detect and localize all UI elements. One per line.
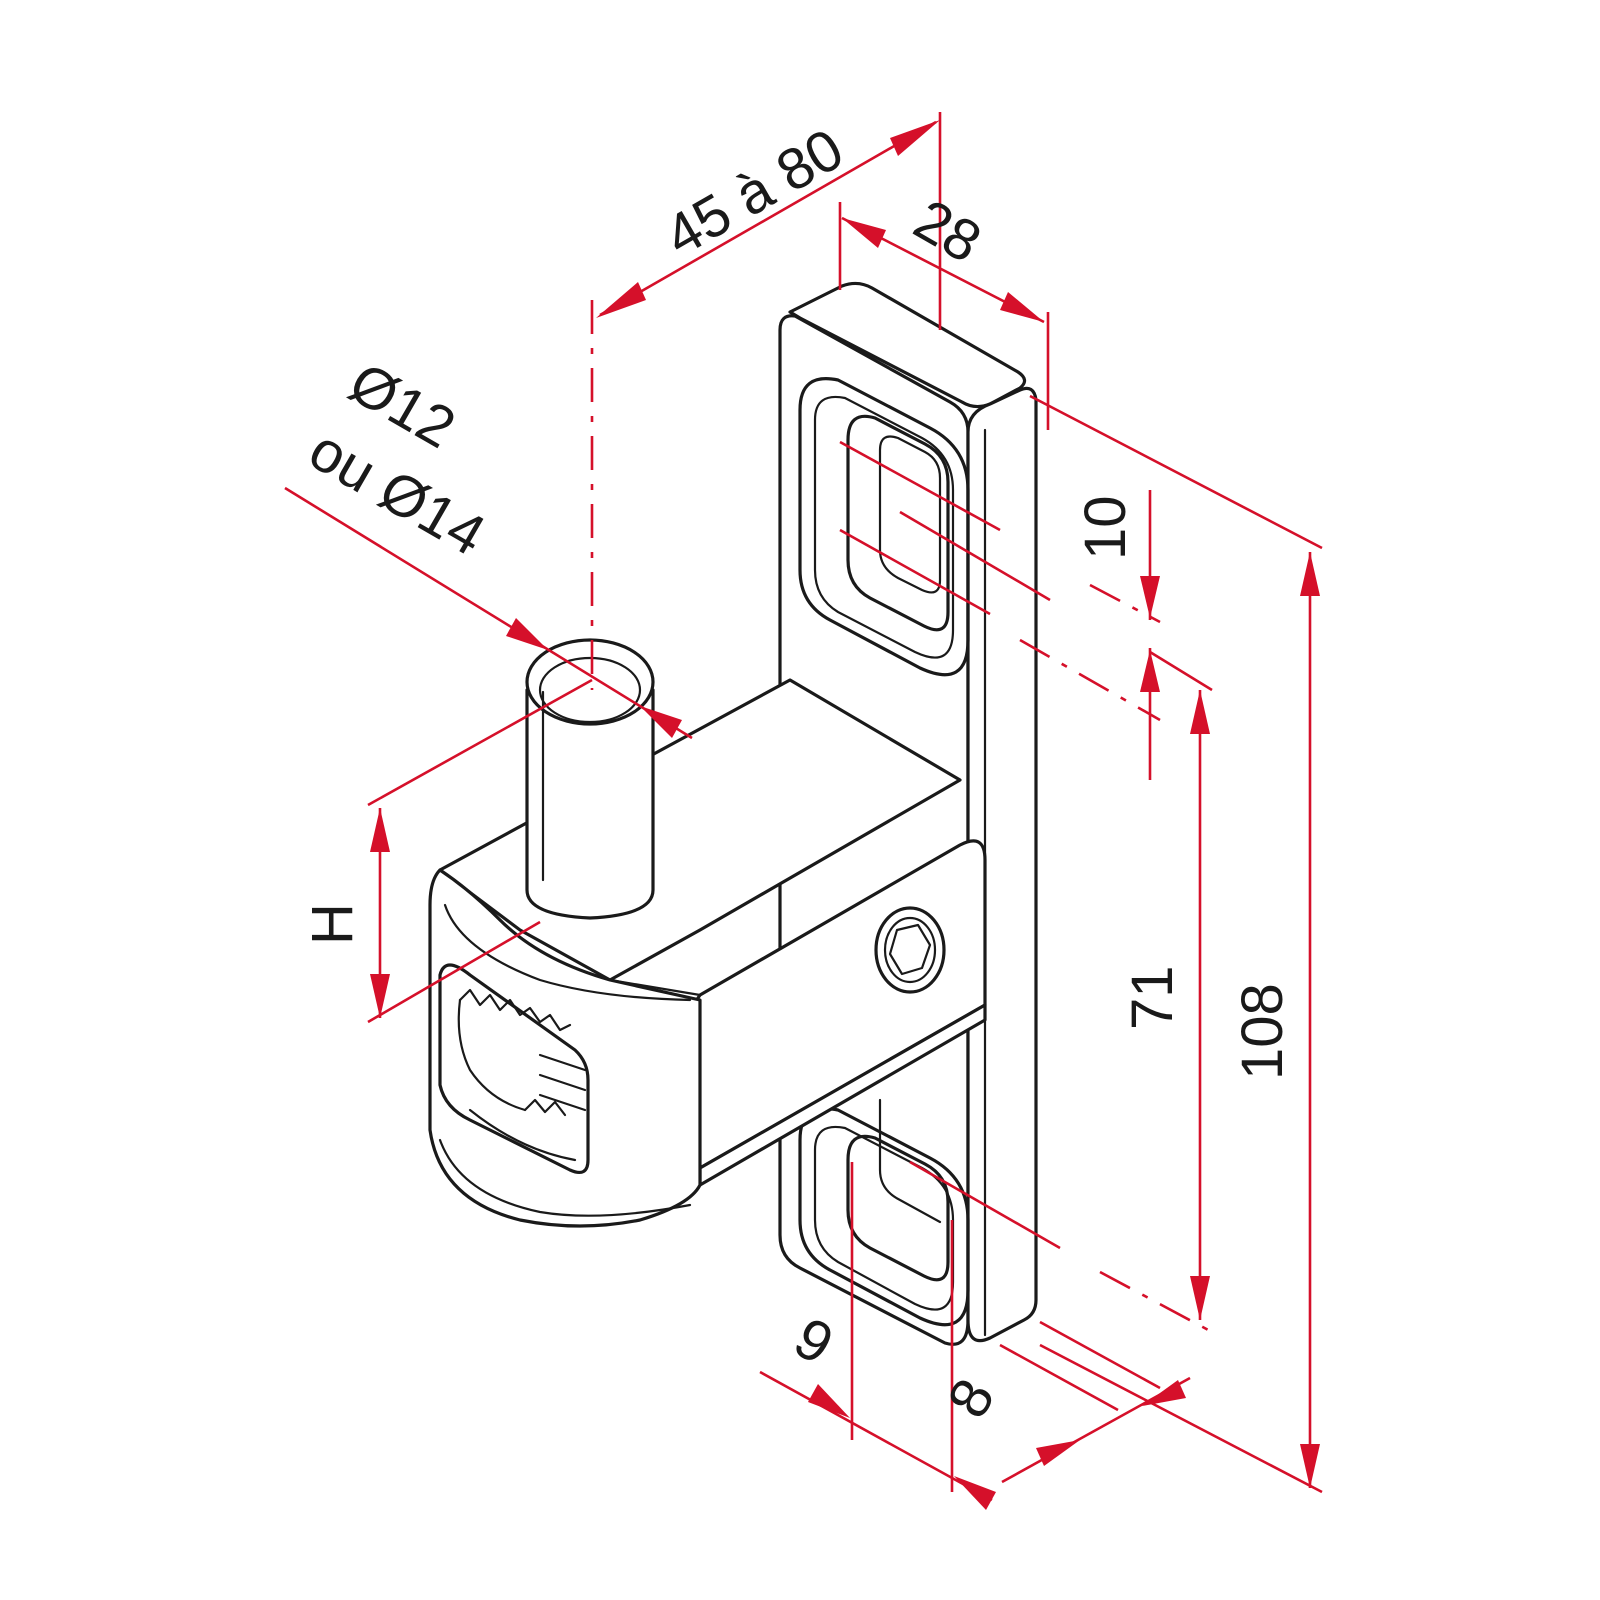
label-slot-spacing: 71 — [1120, 965, 1185, 1030]
dimension-reach — [590, 112, 942, 690]
label-plate-width: 28 — [904, 187, 992, 276]
dimension-slot-width — [839, 440, 1161, 780]
label-slot-offset: 9 — [784, 1305, 844, 1377]
label-plate-thickness: 8 — [935, 1368, 1007, 1428]
dimension-pin-diameter — [284, 486, 693, 740]
dimension-height — [367, 678, 593, 1024]
label-slot-width: 10 — [1073, 495, 1138, 560]
dimension-lines — [284, 112, 1323, 1510]
label-reach: 45 à 80 — [654, 116, 854, 269]
hinge-part — [428, 281, 1038, 1346]
hinge-knuckle — [428, 868, 702, 1228]
dimension-plate-width — [838, 202, 1050, 430]
label-plate-length: 108 — [1230, 983, 1295, 1080]
dimension-plate-thickness — [999, 1320, 1191, 1484]
dimension-slot-spacing — [909, 650, 1213, 1334]
label-height: H — [300, 903, 365, 945]
dimension-plate-length — [1029, 394, 1323, 1494]
dimension-slot-offset — [759, 1162, 996, 1510]
